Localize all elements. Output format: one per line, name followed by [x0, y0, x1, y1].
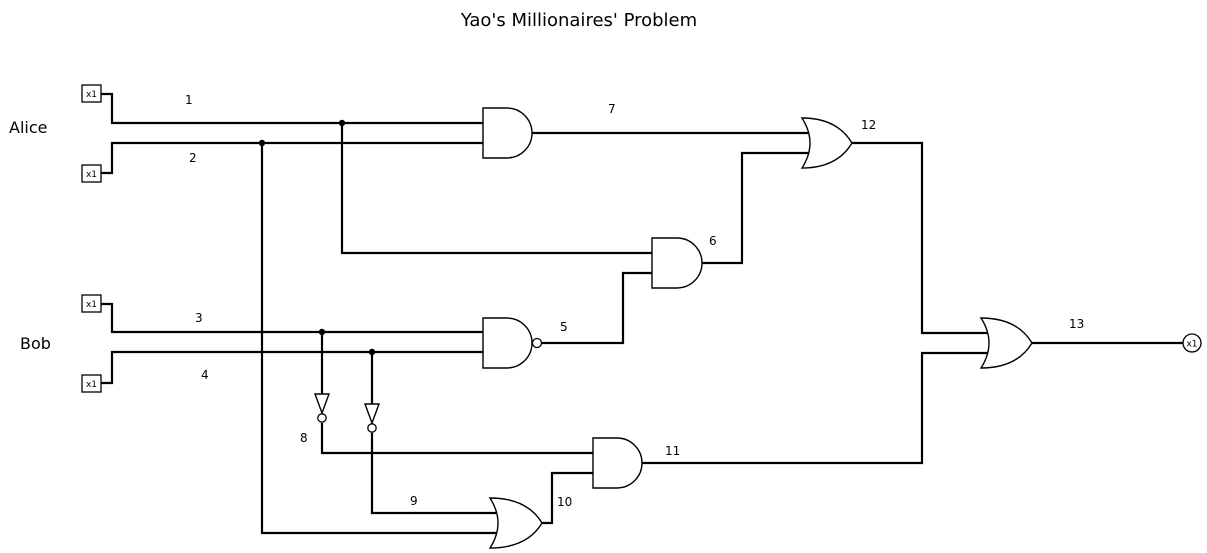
and-gate-7: [482, 107, 533, 159]
wire-label-13: 13: [1069, 317, 1084, 331]
output-terminal-label: x1: [1186, 340, 1197, 350]
output-terminal: [1182, 333, 1202, 353]
not-gate-8-bubble: [317, 413, 327, 423]
wire-2: [101, 141, 496, 535]
nand-gate-5-bubble: [531, 337, 543, 349]
junction-dot: [258, 139, 266, 147]
junction-dot: [368, 348, 376, 356]
wire-label-11: 11: [665, 444, 680, 458]
input-terminal-1: [81, 84, 102, 103]
wire-11: [642, 351, 988, 465]
and-gate-11: [592, 437, 643, 489]
input-terminal-3: [81, 294, 102, 313]
wire-5: [542, 271, 652, 345]
wire-8: [320, 423, 593, 455]
wire-label-2: 2: [189, 151, 197, 165]
wire-label-1: 1: [185, 93, 193, 107]
wire-label-4: 4: [201, 368, 209, 382]
input-terminal-2-label: x1: [86, 170, 97, 180]
wire-label-9: 9: [410, 494, 418, 508]
or-gate-10: [488, 497, 543, 549]
wire-label-12: 12: [861, 118, 876, 132]
wire-label-5: 5: [560, 320, 568, 334]
diagram-title: Yao's Millionaires' Problem: [460, 10, 697, 31]
wire-6: [702, 151, 809, 265]
wire-label-3: 3: [195, 311, 203, 325]
wire-10: [542, 471, 593, 525]
wire-label-7: 7: [608, 102, 616, 116]
or-gate-13: [979, 317, 1033, 369]
wire-12: [852, 141, 988, 335]
wire-label-10: 10: [557, 495, 572, 509]
and-gate-6: [651, 237, 703, 289]
or-gate-12: [800, 117, 853, 169]
wire-label-6: 6: [709, 234, 717, 248]
party-label-alice: Alice: [9, 118, 47, 137]
party-label-bob: Bob: [20, 334, 51, 353]
junction-dot: [338, 119, 346, 127]
input-terminal-3-label: x1: [86, 300, 97, 310]
not-gate-8: [313, 393, 331, 416]
junction-dot: [318, 328, 326, 336]
wire-4: [101, 350, 483, 404]
not-gate-9-bubble: [367, 423, 377, 433]
wire-label-8: 8: [300, 431, 308, 445]
nand-gate-5: [482, 317, 533, 369]
input-terminal-4-label: x1: [86, 380, 97, 390]
wire-3: [101, 302, 483, 394]
wire-9: [370, 433, 496, 515]
wire-1: [101, 92, 652, 255]
not-gate-9: [363, 403, 381, 426]
input-terminal-1-label: x1: [86, 90, 97, 100]
input-terminal-2: [81, 164, 102, 183]
input-terminal-4: [81, 374, 102, 393]
